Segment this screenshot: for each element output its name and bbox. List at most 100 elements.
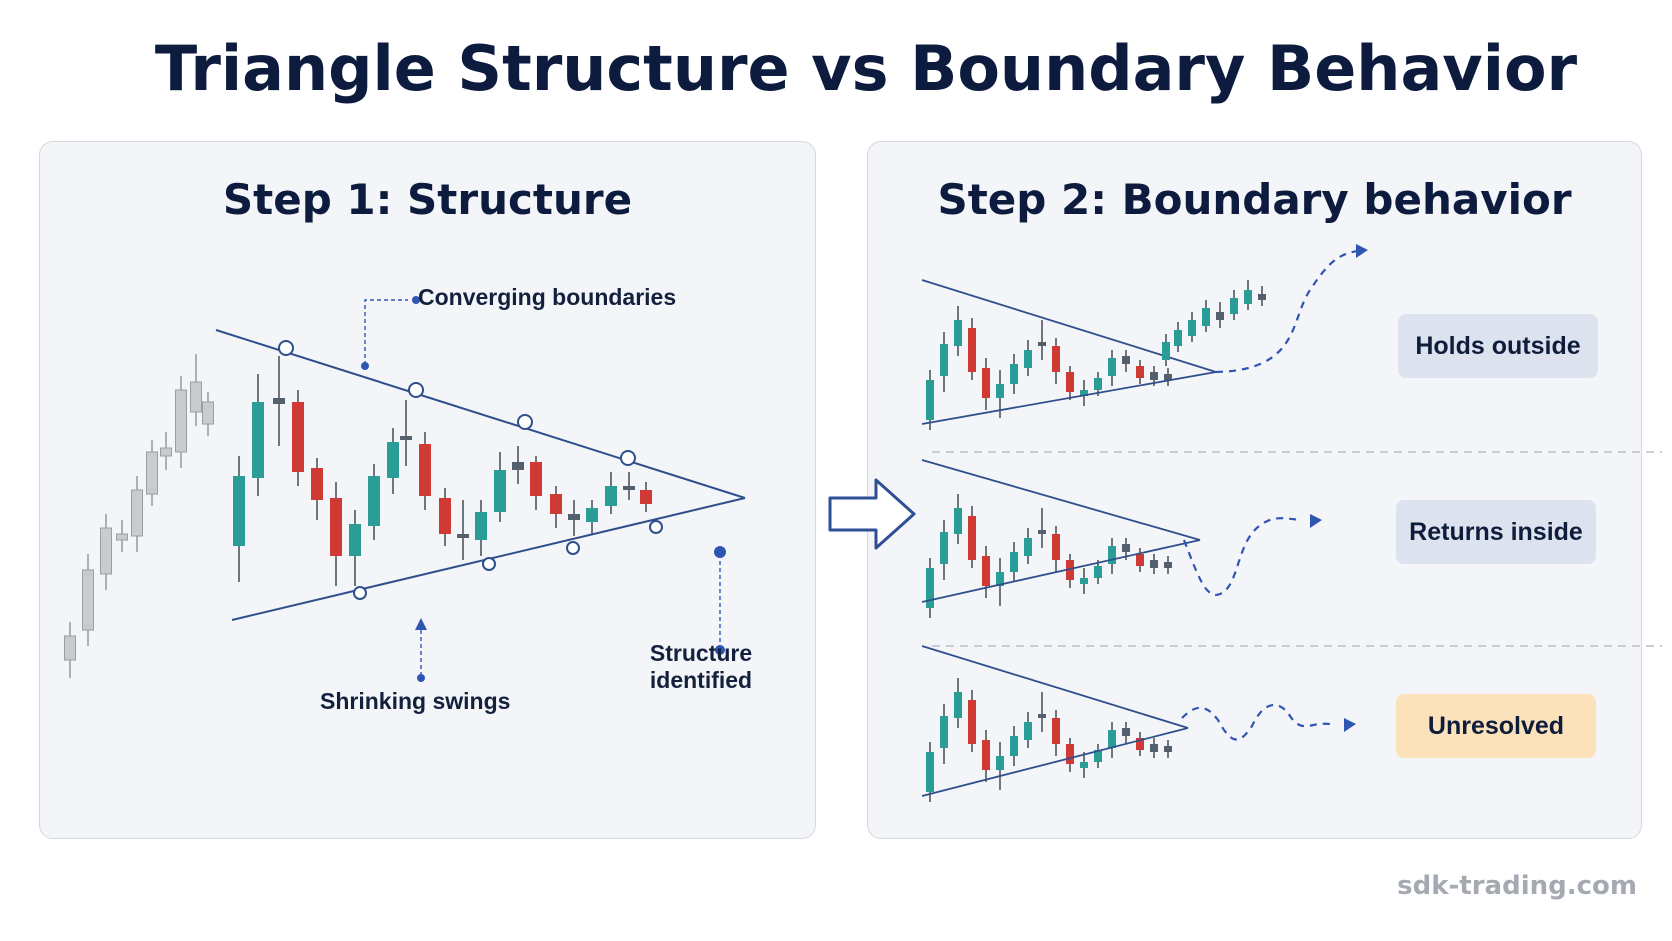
- scenario-2-candle-1: [940, 532, 948, 564]
- scenario-3-candle-3: [968, 700, 976, 744]
- scenario-1-candle-11: [1080, 390, 1088, 396]
- scenario-3-candle-14: [1122, 728, 1130, 736]
- scenario-1-candle-15: [1136, 366, 1144, 378]
- scenario-1-lower-boundary: [921, 371, 1217, 425]
- scenario-1-candle-7: [1024, 350, 1032, 368]
- swing-low-marker-1: [482, 557, 496, 571]
- scenario-1-candle-9: [1052, 346, 1060, 372]
- scenario-1-candle-2: [954, 320, 962, 346]
- triangle-candle-10: [419, 444, 431, 496]
- triangle-candle-7: [368, 476, 380, 526]
- scenario-3-upper-boundary: [921, 645, 1189, 729]
- shrinking-connector-dot: [417, 674, 425, 682]
- scenario-3-candle-5: [996, 756, 1004, 770]
- shrinking-swings-label: Shrinking swings: [320, 688, 511, 714]
- swing-high-marker-0: [278, 340, 294, 356]
- scenario-3-candle-7: [1024, 722, 1032, 740]
- triangle-candle-15: [512, 462, 524, 470]
- triangle-candle-16: [530, 462, 542, 496]
- scenario-3-arrowhead: [1344, 718, 1356, 732]
- scenario-3-candle-4: [982, 740, 990, 770]
- scenario-1-candle-4: [982, 368, 990, 398]
- converging-connector: [364, 299, 408, 365]
- swing-high-marker-2: [517, 414, 533, 430]
- scenario-1-arrowhead: [1356, 244, 1368, 258]
- triangle-candle-6: [349, 524, 361, 556]
- structure-identified-line2: identified: [649, 667, 753, 693]
- scenario-2-arrowhead: [1310, 514, 1322, 528]
- scenario-2-candle-0: [926, 568, 934, 608]
- triangle-candle-8: [387, 442, 399, 478]
- scenario-2-candle-6: [1010, 552, 1018, 572]
- triangle-candle-1: [252, 402, 264, 478]
- scenario-1-candle-6: [1010, 364, 1018, 384]
- scenario-3-candle-16: [1150, 744, 1158, 752]
- trend-candle-8: [190, 381, 202, 413]
- scenario-2-candle-8: [1038, 530, 1046, 534]
- triangle-candle-13: [475, 512, 487, 540]
- outcome-badge-holds-outside: Holds outside: [1398, 314, 1598, 378]
- converging-boundaries-label: Converging boundaries: [418, 284, 677, 310]
- scenario-2-candle-5: [996, 572, 1004, 586]
- scenario-2-candle-7: [1024, 538, 1032, 556]
- trend-candle-7: [175, 389, 187, 453]
- triangle-candle-4: [311, 468, 323, 500]
- scenario-1-breakout-candle-5: [1230, 298, 1238, 314]
- triangle-candle-0: [233, 476, 245, 546]
- trend-candle-3: [116, 533, 128, 541]
- scenario-1-candle-5: [996, 384, 1004, 398]
- structure-identified-label: Structure identified: [636, 640, 766, 694]
- swing-low-marker-0: [353, 586, 367, 600]
- scenario-3-candle-9: [1052, 718, 1060, 744]
- scenario-2-candle-12: [1094, 566, 1102, 578]
- swing-low-marker-3: [649, 520, 663, 534]
- scenario-2-candle-10: [1066, 560, 1074, 580]
- scenario-2-candle-15: [1136, 554, 1144, 566]
- structure-identified-line1: Structure: [649, 640, 753, 666]
- triangle-candle-2: [273, 398, 285, 404]
- triangle-candle-11: [439, 498, 451, 534]
- scenario-3-candle-10: [1066, 744, 1074, 764]
- swing-low-marker-2: [566, 541, 580, 555]
- scenario-3-candle-15: [1136, 738, 1144, 750]
- scenario-2-candle-16: [1150, 560, 1158, 568]
- scenario-1-breakout-candle-6: [1244, 290, 1252, 304]
- scenario-2-candle-13: [1108, 546, 1116, 564]
- triangle-candle-21: [623, 486, 635, 490]
- scenario-1-upper-boundary: [921, 279, 1217, 373]
- outcome-label: Holds outside: [1415, 331, 1581, 360]
- scenario-3-candle-0: [926, 752, 934, 792]
- behavior-heading: Step 2: Boundary behavior: [937, 175, 1572, 224]
- scenario-2-lower-boundary: [921, 539, 1201, 603]
- trend-candle-9: [202, 401, 214, 425]
- footer-watermark: sdk-trading.com: [1397, 871, 1637, 901]
- triangle-candle-18: [568, 514, 580, 520]
- scenario-1-candle-14: [1122, 356, 1130, 364]
- trend-candle-0: [64, 635, 76, 661]
- page-title: Triangle Structure vs Boundary Behavior: [154, 32, 1578, 105]
- triangle-candle-12: [457, 534, 469, 538]
- shrinking-arrowhead: [415, 618, 427, 630]
- scenario-1-candle-12: [1094, 378, 1102, 390]
- scenario-1-candle-0: [926, 380, 934, 420]
- scenario-2-candle-3: [968, 516, 976, 560]
- swing-high-marker-1: [408, 382, 424, 398]
- scenario-1-path: [1215, 248, 1367, 374]
- scenario-1-candle-13: [1108, 358, 1116, 376]
- trend-candle-1: [82, 569, 94, 631]
- structure-heading: Step 1: Structure: [222, 175, 633, 224]
- scenario-2-candle-4: [982, 556, 990, 586]
- triangle-candle-14: [494, 470, 506, 512]
- scenario-3-candle-12: [1094, 750, 1102, 762]
- scenario-1-breakout-candle-1: [1174, 330, 1182, 346]
- trend-candle-2: [100, 527, 112, 575]
- scenario-2-candle-11: [1080, 578, 1088, 584]
- scenario-1-candle-10: [1066, 372, 1074, 392]
- triangle-candle-5: [330, 498, 342, 556]
- scenario-2-candle-14: [1122, 544, 1130, 552]
- trend-candle-4: [131, 489, 143, 537]
- outcome-badge-unresolved: Unresolved: [1396, 694, 1596, 758]
- triangle-candle-3: [292, 402, 304, 472]
- scenario-3-candle-6: [1010, 736, 1018, 756]
